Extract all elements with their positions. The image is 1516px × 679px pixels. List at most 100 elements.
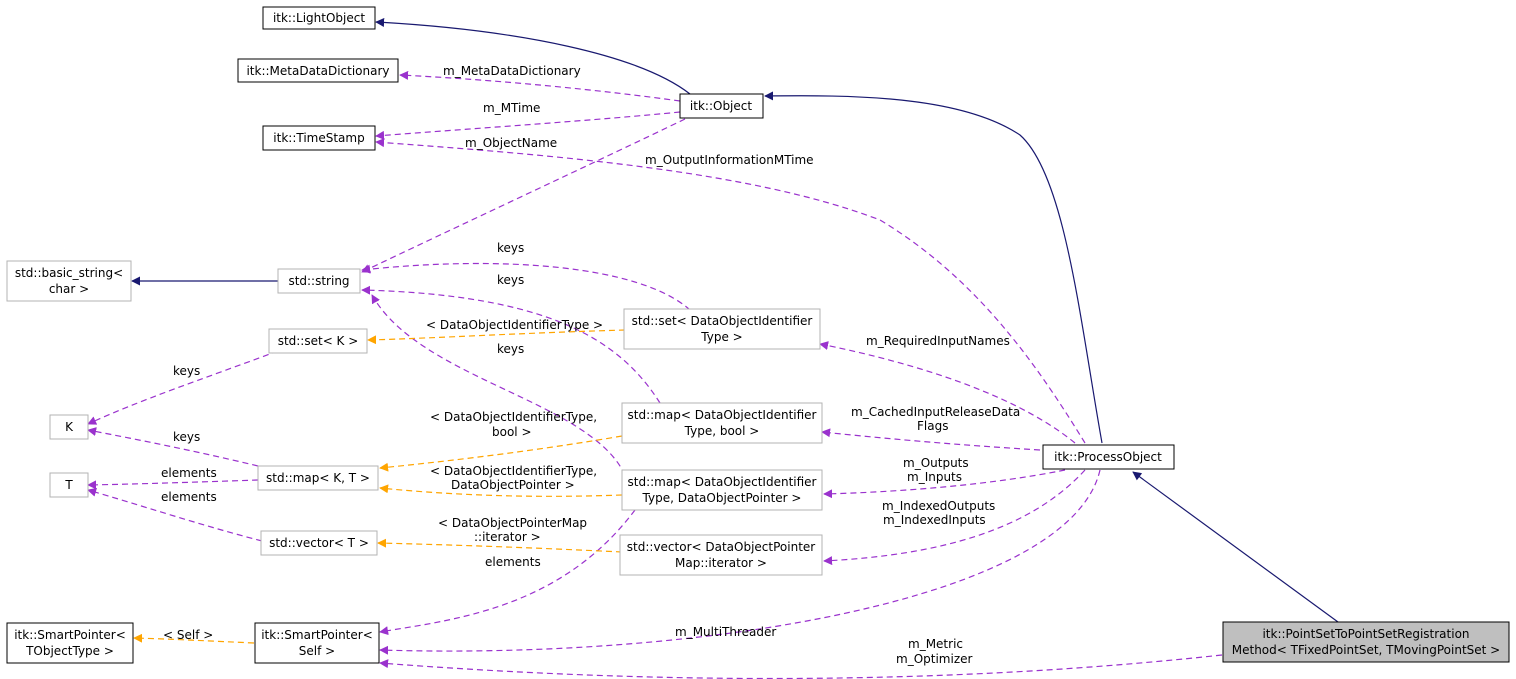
label-dopm-iterator-2: ::iterator > xyxy=(474,530,541,544)
label-keys-map-k: keys xyxy=(173,430,200,444)
node-map-doit-bool-label-1: std::map< DataObjectIdentifier xyxy=(628,408,817,422)
label-keys-k: keys xyxy=(173,364,200,378)
label-keys-map: keys xyxy=(497,273,524,287)
node-meta-data-dictionary-label: itk::MetaDataDictionary xyxy=(246,64,389,78)
node-map-doit-dop[interactable]: std::map< DataObjectIdentifier Type, Dat… xyxy=(621,469,823,511)
node-std-set-k-label: std::set< K > xyxy=(278,334,359,348)
label-outputs: m_Outputs xyxy=(903,456,969,470)
node-std-map-kt[interactable]: std::map< K, T > xyxy=(257,465,379,491)
label-doit-bool-1: < DataObjectIdentifierType, xyxy=(430,410,597,424)
edge-mapkt-k xyxy=(87,427,259,467)
label-inputs: m_Inputs xyxy=(907,470,962,484)
edge-object-stdstring xyxy=(361,118,686,273)
node-smart-pointer-tobject-label-1: itk::SmartPointer< xyxy=(14,628,126,642)
edge-object-to-lightobject xyxy=(375,17,691,95)
node-object[interactable]: itk::Object xyxy=(679,93,764,119)
edge-object-metadatadictionary xyxy=(399,70,681,102)
label-elements-smart: elements xyxy=(485,555,541,569)
node-vector-dopm-label-2: Map::iterator > xyxy=(675,556,767,570)
edge-setdoit-setk xyxy=(367,329,626,345)
label-dopm-iterator-1: < DataObjectPointerMap xyxy=(438,516,587,530)
node-smart-pointer-self-label-1: itk::SmartPointer< xyxy=(261,628,373,642)
label-keys-set: keys xyxy=(497,241,524,255)
edge-processobject-setdoit xyxy=(819,341,1076,444)
node-process-object[interactable]: itk::ProcessObject xyxy=(1042,444,1175,470)
edge-setk-k xyxy=(87,350,279,425)
node-basic-string-label-1: std::basic_string< xyxy=(15,266,123,280)
node-map-doit-bool-label-2: Type, bool > xyxy=(684,424,760,438)
node-smart-pointer-self-label-2: Self > xyxy=(299,644,335,658)
edge-mapdop-stdstring xyxy=(371,294,626,476)
node-time-stamp-label: itk::TimeStamp xyxy=(273,131,364,145)
edge-mapbool-mapkt xyxy=(379,435,623,472)
node-t[interactable]: T xyxy=(49,472,89,498)
edge-mapbool-stdstring xyxy=(361,285,661,404)
edge-registration-to-processobject xyxy=(1132,471,1339,623)
edge-smartself-smarttobject xyxy=(133,633,255,644)
node-std-vector-t[interactable]: std::vector< T > xyxy=(260,530,378,556)
label-doit-type: < DataObjectIdentifierType > xyxy=(426,318,603,332)
node-set-doit-label-2: Type > xyxy=(700,330,742,344)
label-doit-bool-2: bool > xyxy=(492,425,532,439)
label-required-inputs: m_RequiredInputNames xyxy=(866,334,1010,348)
node-registration-method-label-2: Method< TFixedPointSet, TMovingPointSet … xyxy=(1232,643,1500,657)
edge-processobject-mapdop xyxy=(823,469,1066,499)
label-meta-data: m_MetaDataDictionary xyxy=(443,64,581,78)
node-set-doit[interactable]: std::set< DataObjectIdentifier Type > xyxy=(623,308,821,350)
node-map-doit-bool[interactable]: std::map< DataObjectIdentifier Type, boo… xyxy=(621,402,823,444)
node-basic-string[interactable]: std::basic_string< char > xyxy=(6,260,132,302)
edge-processobject-to-object xyxy=(764,91,1103,444)
node-time-stamp[interactable]: itk::TimeStamp xyxy=(262,125,376,151)
edge-mapkt-t xyxy=(87,479,259,490)
label-indexed-outputs: m_IndexedOutputs xyxy=(882,499,995,513)
edge-vectort-t xyxy=(87,487,263,542)
edge-processobject-vectordopm xyxy=(823,469,1086,566)
label-elements-map: elements xyxy=(161,466,217,480)
edge-mapdop-smartpointer xyxy=(379,509,636,636)
node-smart-pointer-tobject[interactable]: itk::SmartPointer< TObjectType > xyxy=(6,622,134,664)
label-metric: m_Metric xyxy=(908,637,963,651)
node-light-object[interactable]: itk::LightObject xyxy=(262,6,376,30)
node-vector-dopm[interactable]: std::vector< DataObjectPointer Map::iter… xyxy=(619,534,823,576)
edge-registration-smartpointer xyxy=(379,654,1223,679)
node-registration-method[interactable]: itk::PointSetToPointSetRegistration Meth… xyxy=(1222,621,1510,663)
node-set-doit-label-1: std::set< DataObjectIdentifier xyxy=(632,314,813,328)
node-k[interactable]: K xyxy=(49,414,89,440)
label-multithreader: m_MultiThreader xyxy=(675,625,776,639)
node-process-object-label: itk::ProcessObject xyxy=(1054,450,1162,464)
node-k-label: K xyxy=(65,420,74,434)
node-t-label: T xyxy=(64,478,73,492)
label-mtime: m_MTime xyxy=(483,101,540,115)
node-map-doit-dop-label-2: Type, DataObjectPointer > xyxy=(642,491,802,505)
edge-labels: m_MetaDataDictionary m_MTime m_ObjectNam… xyxy=(161,64,1020,666)
edge-setdoit-stdstring xyxy=(361,262,691,311)
node-meta-data-dictionary[interactable]: itk::MetaDataDictionary xyxy=(237,58,399,83)
label-cached-input-2: Flags xyxy=(917,419,948,433)
label-object-name: m_ObjectName xyxy=(465,136,557,150)
node-std-map-kt-label: std::map< K, T > xyxy=(266,471,370,485)
node-light-object-label: itk::LightObject xyxy=(273,11,365,25)
label-output-info-mtime: m_OutputInformationMTime xyxy=(645,153,814,167)
node-std-set-k[interactable]: std::set< K > xyxy=(268,328,368,354)
node-std-vector-t-label: std::vector< T > xyxy=(269,536,369,550)
nodes: itk::LightObject itk::MetaDataDictionary… xyxy=(6,6,1510,664)
label-optimizer: m_Optimizer xyxy=(896,652,972,666)
edge-mapdop-mapkt xyxy=(379,484,623,497)
label-keys-dop: keys xyxy=(497,342,524,356)
node-std-string[interactable]: std::string xyxy=(277,268,361,294)
edge-object-timestamp xyxy=(375,111,681,140)
edge-processobject-smartpointer xyxy=(379,469,1101,655)
node-object-label: itk::Object xyxy=(690,99,752,113)
node-basic-string-label-2: char > xyxy=(49,282,89,296)
node-map-doit-dop-label-1: std::map< DataObjectIdentifier xyxy=(628,475,817,489)
node-vector-dopm-label-1: std::vector< DataObjectPointer xyxy=(627,540,816,554)
edge-processobject-mapbool xyxy=(821,428,1041,451)
node-smart-pointer-self[interactable]: itk::SmartPointer< Self > xyxy=(254,622,380,664)
label-self-tmpl: < Self > xyxy=(163,628,213,642)
edge-processobject-timestamp xyxy=(375,138,1086,444)
label-doit-dop-2: DataObjectPointer > xyxy=(451,478,575,492)
label-elements-vector: elements xyxy=(161,490,217,504)
label-doit-dop-1: < DataObjectIdentifierType, xyxy=(430,464,597,478)
node-smart-pointer-tobject-label-2: TObjectType > xyxy=(25,644,114,658)
